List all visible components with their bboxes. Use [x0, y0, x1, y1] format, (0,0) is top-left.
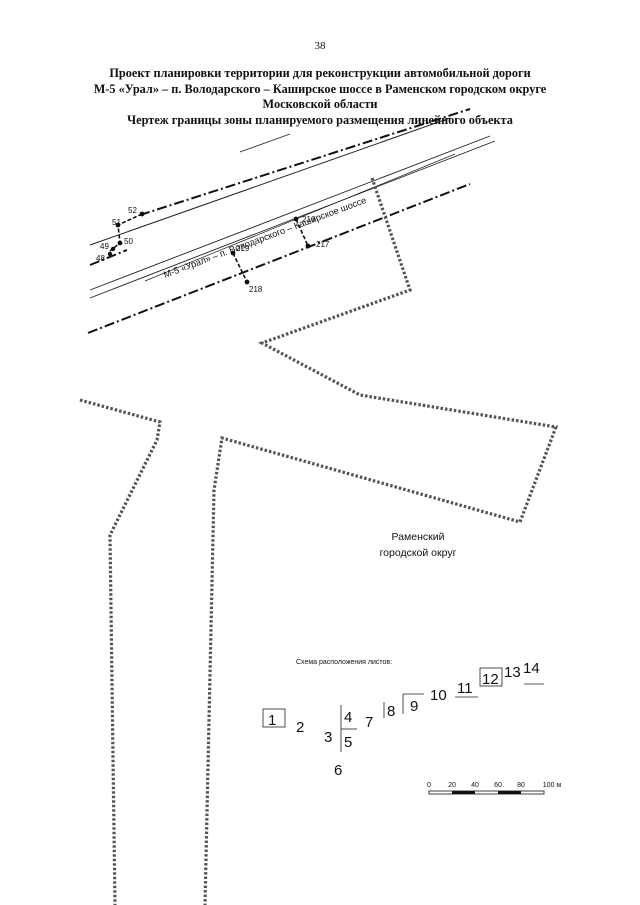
scale-tick-label: 80 [517, 782, 525, 789]
zone-boundary-line [79, 398, 162, 905]
alignment-line [87, 183, 471, 334]
point-label: 49 [100, 242, 109, 251]
sheet-number: 1 [268, 712, 276, 729]
sheet-number: 3 [324, 729, 332, 746]
point-label: 219 [236, 244, 250, 253]
zone-boundary-line [203, 177, 559, 905]
scale-tick-label: 60 [494, 782, 502, 789]
road-lines [89, 117, 496, 299]
point-marker [293, 216, 299, 222]
sheet-number: 7 [365, 714, 373, 731]
scale-tick-label: 100 м [543, 782, 562, 789]
point-labels: 52 51 50 49 48 216 217 219 218 [96, 206, 330, 294]
sheet-scheme: Схема расположения листов: 1 2 3 4 5 6 7 [262, 659, 544, 779]
point-markers [107, 211, 311, 285]
sheet-number: 4 [344, 709, 352, 726]
alignment-line [139, 108, 471, 216]
alignment-line [89, 249, 128, 266]
point-marker [117, 240, 123, 246]
sheet-number: 9 [410, 698, 418, 715]
road-line [89, 117, 451, 246]
road-line [89, 140, 496, 299]
sheet-number: 8 [387, 703, 395, 720]
road-line [144, 153, 456, 282]
scale-tick-label: 20 [448, 782, 456, 789]
point-marker [305, 243, 311, 249]
road-line [89, 135, 491, 291]
point-label: 52 [128, 206, 137, 215]
title-line: М-5 «Урал» – п. Володарского – Каширское… [93, 81, 547, 96]
point-label: 216 [302, 215, 316, 224]
point-marker [244, 279, 250, 285]
sheet-number: 10 [430, 687, 447, 704]
point-marker [107, 251, 113, 257]
page-number: 38 [314, 40, 326, 52]
sheet-number: 2 [296, 719, 304, 736]
point-label: 217 [316, 240, 330, 249]
point-marker [110, 246, 116, 252]
sheet-number: 12 [482, 671, 499, 688]
scale-tick-label: 40 [471, 782, 479, 789]
sheet-number: 6 [334, 762, 342, 779]
point-label: 51 [112, 218, 121, 227]
point-connectors [109, 213, 309, 283]
connector-line [232, 252, 248, 283]
district-label-line: Раменский [392, 531, 445, 543]
title-line: Чертеж границы зоны планируемого размеще… [127, 112, 513, 127]
sheet-number: 11 [457, 680, 473, 697]
road-label: М-5 «Урал» – п. Володарского – Каширское… [162, 195, 367, 280]
sheet-number: 13 [504, 664, 521, 681]
sheet-number: 5 [344, 734, 352, 751]
connector-line [295, 218, 309, 247]
road-line [239, 133, 291, 153]
title-line: Московской области [262, 97, 378, 111]
point-marker [230, 250, 236, 256]
scale-bar: 0 20 40 60 80 100 м [427, 782, 562, 795]
sheet-scheme-title: Схема расположения листов: [296, 659, 392, 666]
title-line: Проект планировки территории для реконст… [109, 66, 531, 80]
drawing-title: Проект планировки территории для реконст… [20, 66, 620, 128]
point-marker [139, 211, 145, 217]
scale-tick-label: 0 [427, 782, 431, 789]
point-marker [115, 222, 121, 228]
connector-line [109, 213, 143, 252]
sheet-number: 14 [523, 660, 540, 677]
point-label: 50 [124, 237, 133, 246]
point-label: 48 [96, 254, 105, 263]
district-label: Раменский городской округ [380, 531, 457, 559]
alignment-lines [87, 108, 471, 334]
district-label-line: городской округ [380, 547, 457, 559]
zone-boundary [79, 177, 559, 905]
point-label: 218 [249, 285, 263, 294]
